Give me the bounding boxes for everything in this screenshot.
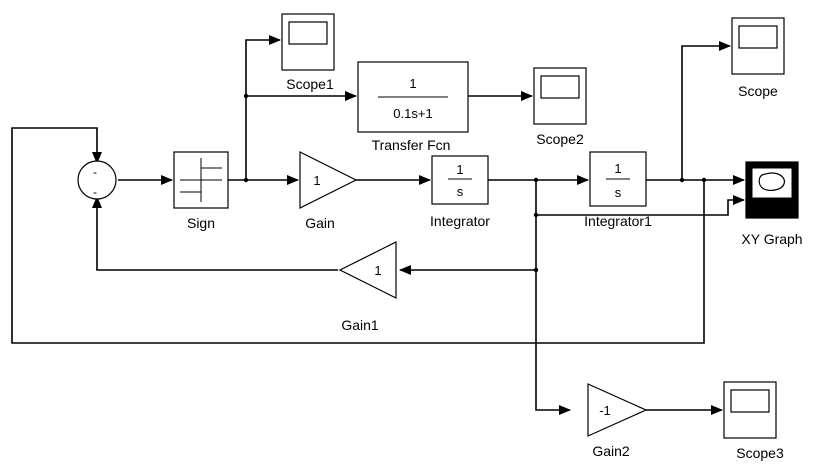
sum-sign-top: -: [93, 165, 97, 179]
integrator1-block[interactable]: 1 s Integrator1: [584, 151, 652, 229]
scope1-block[interactable]: Scope1: [281, 13, 335, 92]
wire-integrator-to-gain2[interactable]: [535, 180, 571, 415]
gain-label: Gain: [305, 215, 335, 231]
branch-point: [533, 212, 539, 218]
scope2-label: Scope2: [536, 131, 584, 147]
scope2-block[interactable]: Scope2: [533, 67, 587, 147]
scope-screen-icon: [730, 389, 770, 413]
scope-screen-icon: [540, 75, 580, 99]
integrator-label: Integrator: [430, 213, 490, 229]
sign-label: Sign: [187, 215, 215, 231]
gain2-block[interactable]: -1 Gain2: [587, 383, 648, 459]
xy-graph-block[interactable]: XY Graph: [741, 161, 803, 247]
scope-screen-icon: [738, 25, 778, 49]
scope-screen-icon: [288, 21, 328, 45]
integrator-numerator: 1: [456, 162, 463, 177]
transfer-fcn-label: Transfer Fcn: [372, 137, 451, 153]
xy-graph-label: XY Graph: [741, 231, 802, 247]
branch-point: [701, 177, 707, 183]
scope-block[interactable]: Scope: [731, 17, 785, 99]
scope3-label: Scope3: [736, 445, 784, 461]
sign-function-icon: [180, 158, 222, 202]
branch-point: [243, 177, 249, 183]
gain1-value: 1: [374, 263, 381, 278]
sum-block[interactable]: - -: [77, 160, 117, 200]
integrator1-label: Integrator1: [584, 213, 652, 229]
transfer-fcn-numerator: 1: [409, 76, 416, 91]
transfer-fcn-denominator: 0.1s+1: [393, 106, 432, 121]
sign-block[interactable]: Sign: [173, 151, 229, 231]
gain1-label: Gain1: [341, 317, 379, 333]
wire-integrator1-to-scope[interactable]: [681, 41, 731, 180]
transfer-fcn-block[interactable]: 1 0.1s+1 Transfer Fcn: [357, 61, 469, 153]
scope1-label: Scope1: [286, 76, 334, 92]
wire-gain1-to-sum[interactable]: [92, 196, 338, 271]
integrator1-denominator: s: [615, 185, 622, 200]
gain2-label: Gain2: [592, 443, 630, 459]
branch-point: [533, 177, 539, 183]
sum-sign-bottom: -: [93, 185, 97, 199]
gain-value: 1: [313, 173, 320, 188]
branch-point: [243, 93, 249, 99]
wire-integrator-to-xy-graph[interactable]: [536, 195, 745, 216]
scope-label: Scope: [738, 83, 778, 99]
wire-integrator1-to-sum[interactable]: [11, 127, 705, 344]
branch-point: [679, 177, 685, 183]
integrator1-numerator: 1: [614, 161, 621, 176]
signal-lines: [11, 35, 745, 415]
gain1-block[interactable]: 1 Gain1: [338, 241, 397, 333]
integrator-denominator: s: [457, 184, 464, 199]
scope3-block[interactable]: Scope3: [723, 381, 784, 461]
branch-point: [533, 267, 539, 273]
integrator-block[interactable]: 1 s Integrator: [430, 155, 490, 229]
gain2-value: -1: [599, 403, 611, 418]
xy-curve-icon: [758, 172, 785, 191]
gain-block[interactable]: 1 Gain: [299, 151, 358, 231]
wire-sign-to-scope1[interactable]: [245, 35, 281, 180]
